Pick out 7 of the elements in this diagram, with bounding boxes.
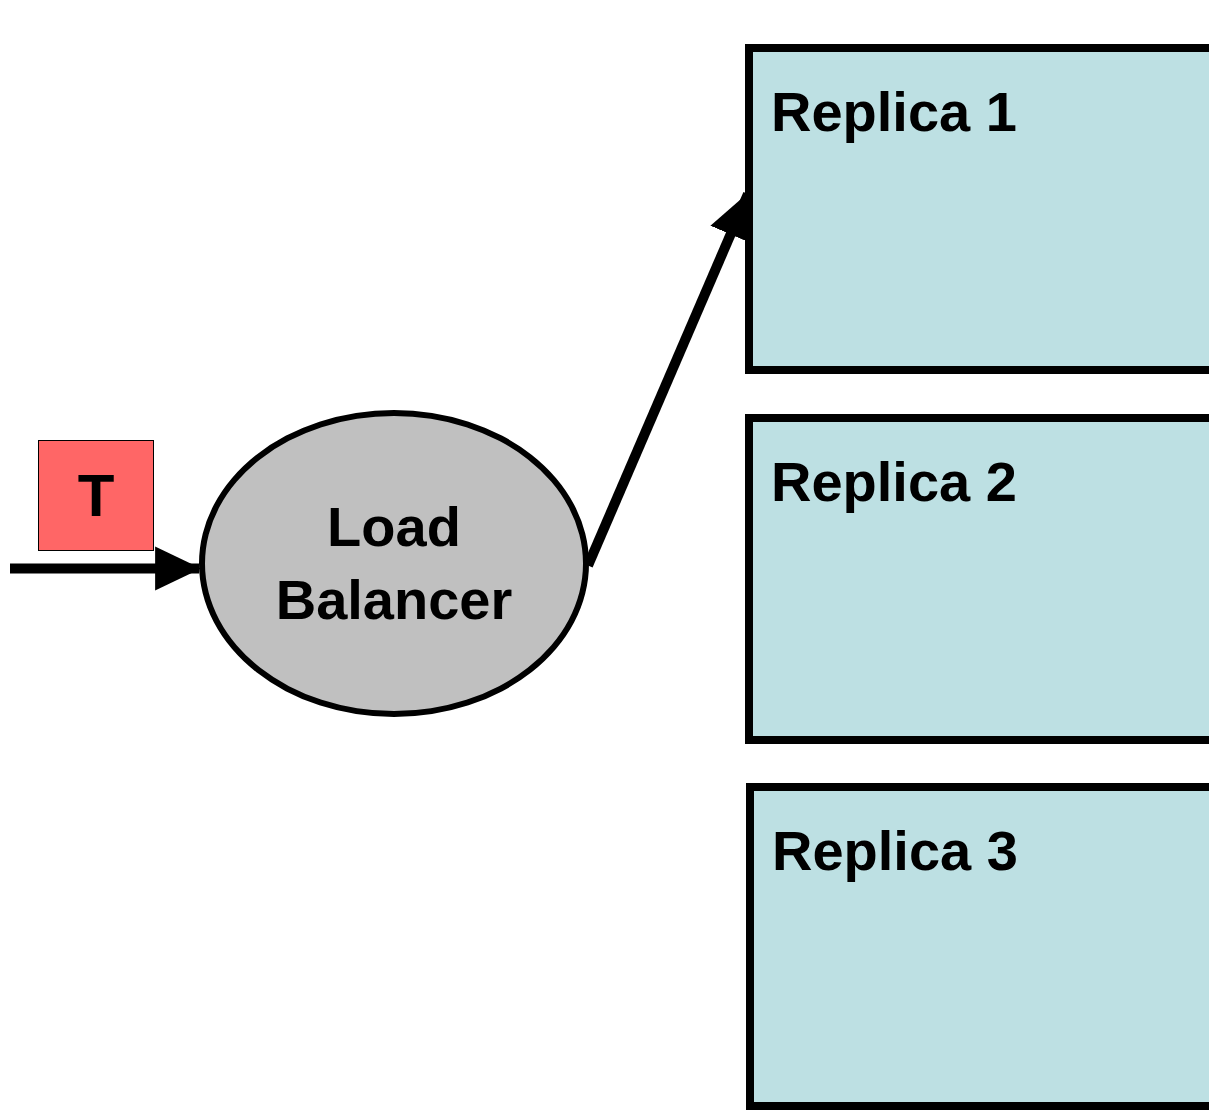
replica-box [746, 783, 1209, 1110]
replica-box [745, 414, 1209, 744]
token-label: T [77, 465, 115, 526]
arrow [10, 546, 202, 591]
node-label: Load Balancer [274, 493, 514, 633]
replica-box [745, 44, 1209, 374]
token-box [38, 440, 154, 551]
